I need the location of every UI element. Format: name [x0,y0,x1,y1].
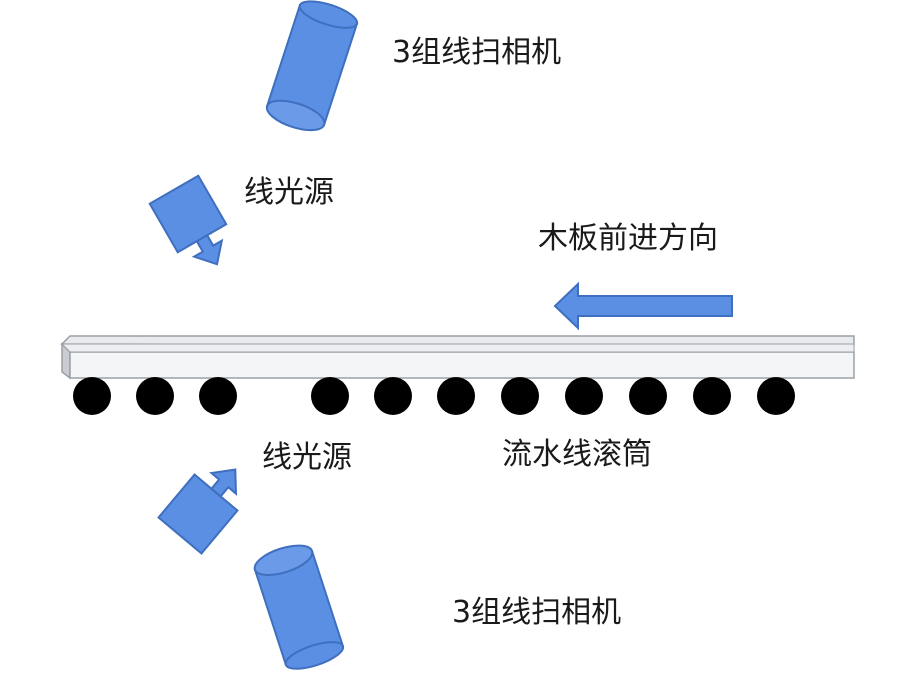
arrow-left-icon [553,281,733,331]
camera-top-label: 3组线扫相机 [392,35,561,70]
roller [437,377,475,415]
roller [501,377,539,415]
rollers-label: 流水线滚筒 [502,437,652,472]
roller [693,377,731,415]
camera-bottom-label: 3组线扫相机 [452,595,621,630]
roller [199,377,237,415]
roller [311,377,349,415]
roller [629,377,667,415]
light-source-top-icon [148,174,228,266]
roller [136,377,174,415]
roller [374,377,412,415]
light-source-bottom-icon [157,468,239,555]
rollers-group [73,377,795,415]
roller [565,377,603,415]
camera-top-icon [265,0,359,132]
roller [757,377,795,415]
direction-label: 木板前进方向 [538,221,718,256]
light-bottom-label: 线光源 [262,440,352,475]
roller [73,377,111,415]
camera-bottom-icon [253,544,345,670]
wood-board [60,335,855,380]
light-top-label: 线光源 [244,175,334,210]
